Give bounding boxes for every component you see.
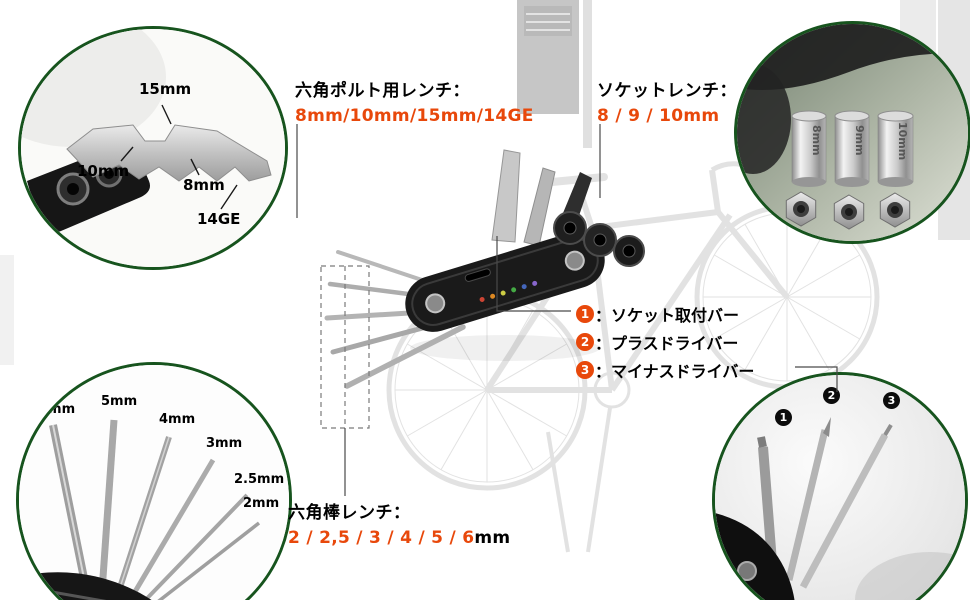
tool-wrench-plate	[491, 149, 521, 243]
tool-sockets-cluster	[553, 211, 645, 267]
socket-bg-tool-art	[737, 24, 968, 90]
hexkey-inset-art	[19, 365, 289, 600]
driver-holder-art	[715, 513, 795, 600]
hexkey-label-3mm: 3mm	[206, 436, 243, 451]
wrench-inset-art	[21, 29, 285, 267]
feature-row-socket-bar: 1 ：ソケット取付バー	[576, 302, 739, 326]
wrench-label-10mm: 10mm	[77, 162, 130, 180]
wrench-detail-inset: 15mm 10mm 8mm 14GE	[18, 26, 288, 270]
feature-label-2: ：プラスドライバー	[595, 334, 739, 353]
feature-label-3: ：マイナスドライバー	[595, 362, 755, 381]
callout-hex-bar-wrench: 六角棒レンチ： 2 / 2,5 / 3 / 4 / 5 / 6 mm	[288, 498, 510, 548]
wrench-label-8mm: 8mm	[183, 176, 225, 194]
feature-badge-1: 1	[576, 305, 594, 323]
hex-bolt-value: 8mm/10mm/15mm/14GE	[295, 106, 534, 126]
wrench-label-14ge: 14GE	[197, 210, 241, 228]
hex-keys-fan-art	[49, 419, 261, 600]
socket-inset-art: 8mm 9mm 10mm	[737, 24, 968, 241]
sockets-art: 8mm 9mm 10mm	[791, 110, 914, 187]
driver-inset-art	[715, 375, 965, 600]
hexkey-label-6mm: 6mm	[39, 402, 76, 417]
socket-title: ソケットレンチ：	[597, 81, 737, 101]
hexkey-label-5mm: 5mm	[101, 394, 138, 409]
hex-bar-value: 2 / 2,5 / 3 / 4 / 5 / 6	[288, 528, 475, 548]
feature-badge-2: 2	[576, 333, 594, 351]
feature-badge-3: 3	[576, 361, 594, 379]
socket-detail-inset: 8mm 9mm 10mm	[734, 21, 970, 244]
socket-engraving-8mm: 8mm	[810, 125, 823, 156]
hexkey-label-2-5mm: 2.5mm	[234, 472, 285, 487]
tool-driver-up	[523, 167, 556, 247]
socket-engraving-9mm: 9mm	[853, 125, 866, 156]
driver-detail-inset: 1 2 3	[712, 372, 968, 600]
wrench-pointer-lines	[120, 104, 238, 210]
hex-bolt-title: 六角ポルト用レンチ：	[295, 81, 470, 101]
tool-shadow	[410, 335, 600, 361]
bike-kickstand	[546, 431, 570, 553]
bike-crank	[593, 371, 631, 409]
feature-label-1: ：ソケット取付バー	[595, 306, 740, 325]
socket-value: 8 / 9 / 10mm	[597, 106, 720, 126]
hex-bar-unit: mm	[474, 528, 511, 548]
driver-number-badge-3: 3	[883, 392, 900, 409]
wrench-label-15mm: 15mm	[139, 80, 192, 98]
callout-hex-bolt-wrench: 六角ポルト用レンチ： 8mm/10mm/15mm/14GE	[295, 76, 534, 126]
hexkey-label-4mm: 4mm	[159, 412, 196, 427]
feature-row-phillips: 2 ：プラスドライバー	[576, 330, 738, 354]
driver-number-badge-1: 1	[775, 409, 792, 426]
hexkey-label-2mm: 2mm	[243, 496, 280, 511]
socket-engraving-10mm: 10mm	[896, 122, 909, 160]
hex-bar-title: 六角棒レンチ：	[288, 503, 411, 523]
nuts-art	[785, 191, 911, 230]
hexkey-detail-inset: 6mm 5mm 4mm 3mm 2.5mm 2mm	[16, 362, 292, 600]
callout-socket-wrench: ソケットレンチ： 8 / 9 / 10mm	[597, 76, 737, 126]
driver-number-badge-2: 2	[823, 387, 840, 404]
wrench-plate-art	[66, 124, 272, 182]
feature-row-flathead: 3 ：マイナスドライバー	[576, 358, 754, 382]
